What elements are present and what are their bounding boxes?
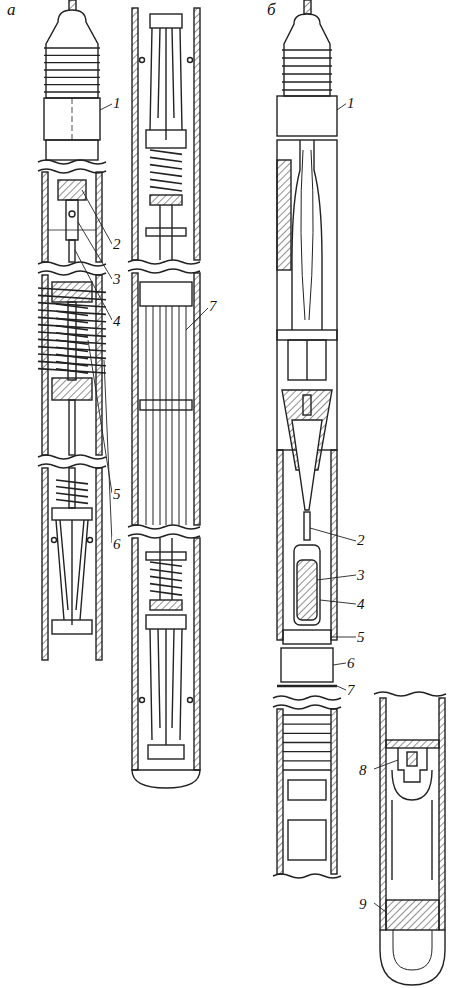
stroke	[282, 49, 332, 50]
stroke	[150, 172, 182, 176]
stroke	[44, 77, 100, 78]
figure-letter: а	[6, 2, 17, 18]
stroke	[150, 562, 182, 566]
stroke	[56, 500, 88, 504]
stroke	[38, 325, 106, 329]
callout-number: 6	[346, 655, 356, 671]
figure-letter: б	[266, 2, 277, 18]
callout-number: 4	[112, 313, 122, 329]
stroke	[44, 84, 100, 85]
callout-number: 2	[112, 236, 122, 252]
callout-number: 5	[112, 486, 122, 502]
stroke	[38, 369, 106, 373]
stroke	[44, 62, 100, 63]
stroke	[283, 760, 331, 761]
stroke	[38, 332, 106, 336]
stroke	[38, 361, 106, 365]
stroke	[38, 303, 106, 307]
stroke	[283, 751, 331, 752]
stroke	[150, 187, 182, 191]
callout-number: 4	[356, 596, 366, 612]
stroke	[283, 724, 331, 725]
stroke	[150, 179, 182, 183]
stroke	[44, 69, 100, 70]
stroke	[56, 487, 88, 491]
stroke	[150, 569, 182, 573]
stroke	[44, 55, 100, 56]
stroke	[56, 493, 88, 497]
stroke	[283, 714, 331, 715]
stroke	[38, 354, 106, 358]
stroke	[38, 317, 106, 321]
stroke	[283, 733, 331, 734]
stroke	[282, 89, 332, 90]
stroke	[38, 310, 106, 314]
callout-number: 1	[346, 95, 356, 111]
stroke	[150, 576, 182, 580]
callout-number: 3	[356, 567, 366, 583]
stroke	[38, 295, 106, 299]
callout-number: 5	[356, 629, 366, 645]
callout-number: 7	[346, 682, 356, 698]
callout-number: 8	[358, 762, 368, 778]
stroke	[56, 480, 88, 484]
stroke	[283, 769, 331, 770]
stroke	[150, 165, 182, 169]
stroke	[38, 339, 106, 343]
callout-number: 9	[358, 896, 368, 912]
stroke	[283, 742, 331, 743]
stroke	[150, 584, 182, 588]
callout-number: 6	[112, 536, 122, 552]
stroke	[44, 47, 100, 48]
callout-number: 2	[356, 532, 366, 548]
stroke	[282, 57, 332, 58]
callout-number: 1	[112, 95, 122, 111]
stroke	[150, 150, 182, 154]
stroke	[38, 347, 106, 351]
stroke	[44, 91, 100, 92]
stroke	[150, 591, 182, 595]
stroke	[282, 65, 332, 66]
stroke	[150, 157, 182, 161]
stroke	[282, 81, 332, 82]
callout-number: 3	[112, 271, 122, 287]
stroke	[282, 73, 332, 74]
callout-number: 7	[208, 298, 218, 314]
